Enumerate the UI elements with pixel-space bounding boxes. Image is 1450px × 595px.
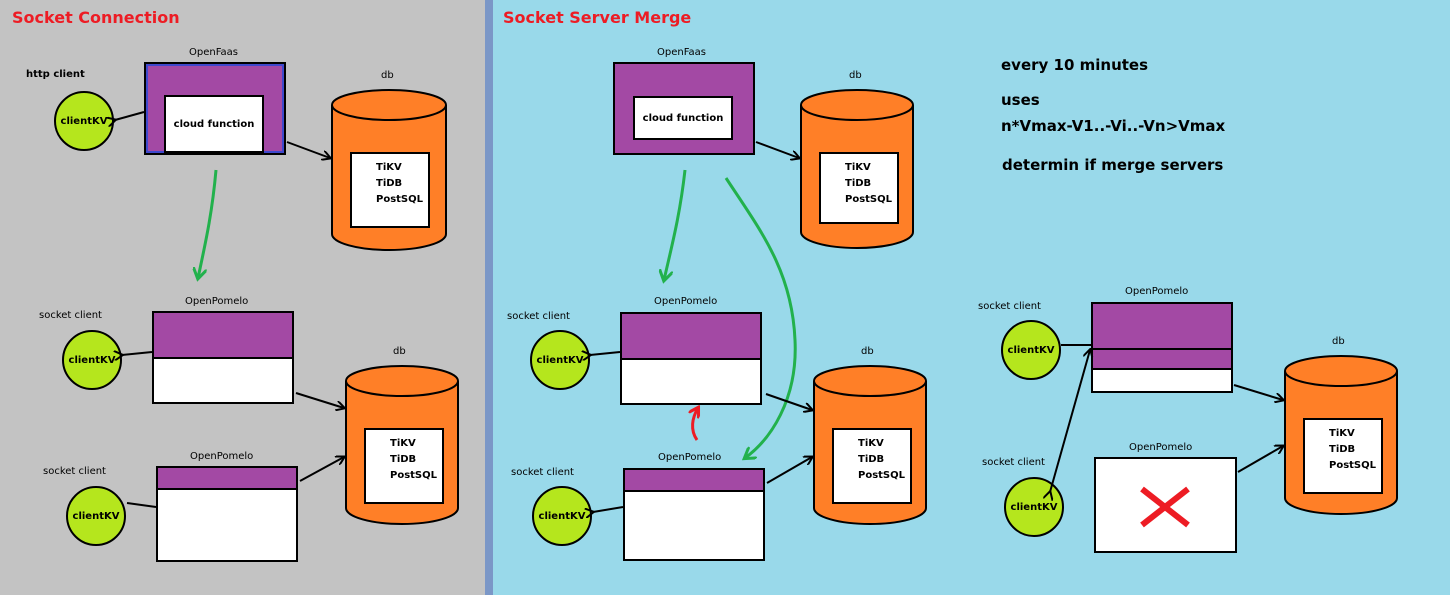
db-contents-box: TiKV TiDB PostSQL	[1303, 418, 1383, 494]
cloud-function-box: cloud function	[633, 96, 733, 140]
db-contents-box: TiKV TiDB PostSQL	[832, 428, 912, 504]
socket-client-kv-node: clientKV	[532, 486, 592, 546]
panel-divider	[485, 0, 493, 595]
openpomelo-label: OpenPomelo	[1125, 286, 1189, 297]
openpomelo-server-box	[623, 468, 765, 561]
http-client-label: http client	[26, 69, 85, 80]
http-client-kv-node: clientKV	[54, 91, 114, 151]
db-item-postsql: PostSQL	[845, 194, 893, 205]
db-item-tidb: TiDB	[1329, 444, 1356, 455]
db-contents-box: TiKV TiDB PostSQL	[350, 152, 430, 228]
db-item-postsql: PostSQL	[390, 470, 438, 481]
cloud-function-box: cloud function	[164, 95, 264, 153]
server-load-bar	[625, 470, 763, 492]
openpomelo-label: OpenPomelo	[654, 296, 718, 307]
server-load-bar	[622, 314, 760, 360]
db-item-tikv: TiKV	[1329, 428, 1355, 439]
socket-client-label: socket client	[982, 457, 1045, 468]
db-label: db	[849, 70, 862, 81]
client-kv-label: clientKV	[60, 115, 108, 127]
db-contents-box: TiKV TiDB PostSQL	[364, 428, 444, 504]
db-item-tidb: TiDB	[858, 454, 885, 465]
note-formula: n*Vmax-V1..-Vi..-Vn>Vmax	[1001, 117, 1226, 135]
db-item-postsql: PostSQL	[376, 194, 424, 205]
socket-client-kv-node: clientKV	[530, 330, 590, 390]
db-item-tidb: TiDB	[845, 178, 872, 189]
db-cylinder-icon: TiKV TiDB PostSQL	[1283, 354, 1399, 517]
server-load-bar	[154, 313, 292, 359]
socket-client-label: socket client	[39, 310, 102, 321]
socket-client-label: socket client	[507, 311, 570, 322]
server-load-bar	[1093, 304, 1231, 350]
merged-load-bar	[1093, 350, 1231, 370]
db-item-tikv: TiKV	[845, 162, 871, 173]
left-panel-title: Socket Connection	[12, 8, 180, 27]
client-kv-label: clientKV	[536, 354, 584, 366]
note-uses: uses	[1001, 91, 1040, 109]
openpomelo-server-box	[156, 466, 298, 562]
socket-client-kv-node: clientKV	[1004, 477, 1064, 537]
db-item-postsql: PostSQL	[1329, 460, 1377, 471]
db-item-tidb: TiDB	[376, 178, 403, 189]
db-cylinder-icon: TiKV TiDB PostSQL	[799, 88, 915, 251]
db-cylinder-icon: TiKV TiDB PostSQL	[344, 364, 460, 527]
db-contents-box: TiKV TiDB PostSQL	[819, 152, 899, 224]
db-item-tikv: TiKV	[390, 438, 416, 449]
db-item-postsql: PostSQL	[858, 470, 906, 481]
db-label: db	[381, 70, 394, 81]
db-label: db	[1332, 336, 1345, 347]
db-label: db	[393, 346, 406, 357]
cloud-function-label: cloud function	[173, 118, 255, 130]
openpomelo-server-box	[620, 312, 762, 405]
client-kv-label: clientKV	[72, 510, 120, 522]
openfaas-box: cloud function	[613, 62, 755, 155]
db-item-tidb: TiDB	[390, 454, 417, 465]
note-interval: every 10 minutes	[1001, 56, 1149, 74]
db-label: db	[861, 346, 874, 357]
openfaas-label: OpenFaas	[189, 47, 239, 58]
red-x-icon	[1140, 486, 1190, 528]
client-kv-label: clientKV	[68, 354, 116, 366]
openpomelo-label: OpenPomelo	[190, 451, 254, 462]
db-cylinder-icon: TiKV TiDB PostSQL	[330, 88, 448, 253]
openpomelo-label: OpenPomelo	[1129, 442, 1193, 453]
db-cylinder-icon: TiKV TiDB PostSQL	[812, 364, 928, 527]
cloud-function-label: cloud function	[642, 112, 724, 124]
openpomelo-server-box	[152, 311, 294, 404]
client-kv-label: clientKV	[1007, 344, 1055, 356]
openpomelo-merged-server-box	[1091, 302, 1233, 393]
socket-client-kv-node: clientKV	[1001, 320, 1061, 380]
db-item-tikv: TiKV	[858, 438, 884, 449]
socket-client-kv-node: clientKV	[66, 486, 126, 546]
openpomelo-label: OpenPomelo	[185, 296, 249, 307]
note-merge-decision: determin if merge servers	[1002, 156, 1224, 174]
client-kv-label: clientKV	[1010, 501, 1058, 513]
openfaas-label: OpenFaas	[657, 47, 707, 58]
socket-client-label: socket client	[511, 467, 574, 478]
client-kv-label: clientKV	[538, 510, 586, 522]
right-panel-title: Socket Server Merge	[503, 8, 692, 27]
socket-client-label: socket client	[978, 301, 1041, 312]
socket-client-kv-node: clientKV	[62, 330, 122, 390]
openfaas-box: cloud function	[144, 62, 286, 155]
openpomelo-label: OpenPomelo	[658, 452, 722, 463]
openpomelo-removed-server-box	[1094, 457, 1237, 553]
socket-client-label: socket client	[43, 466, 106, 477]
db-item-tikv: TiKV	[376, 162, 402, 173]
server-load-bar	[158, 468, 296, 490]
